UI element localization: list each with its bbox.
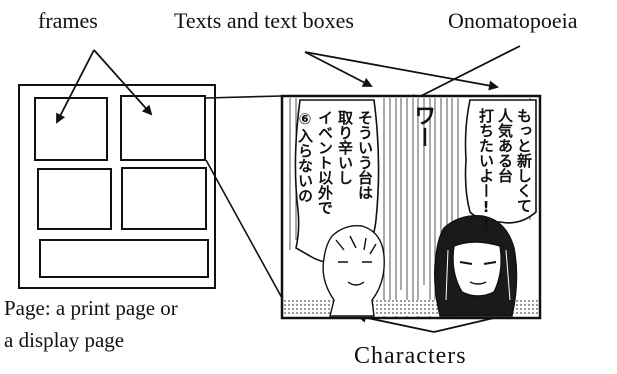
characters-label: Characters bbox=[354, 343, 467, 369]
frame-3 bbox=[37, 168, 112, 230]
left-character bbox=[322, 225, 385, 317]
frame-1 bbox=[34, 97, 108, 161]
zoom-line-bottom bbox=[205, 159, 283, 299]
left-bubble-text: そういう台は 取り辛いし イベント以外で ⑥入らないの bbox=[296, 110, 374, 215]
left-bubble-line-2: 取り辛いし bbox=[336, 110, 354, 185]
right-character bbox=[433, 215, 518, 317]
left-bubble-line-4: ⑥入らないの bbox=[296, 110, 314, 203]
frames-label: frames bbox=[38, 8, 98, 33]
frame-2 bbox=[120, 95, 206, 161]
right-bubble-text: もっと新しくて 人気ある台 打ちたいよー!! bbox=[477, 108, 533, 234]
onomatopoeia-arrow bbox=[407, 45, 521, 103]
onomatopoeia-label: Onomatopoeia bbox=[448, 8, 578, 33]
frames-arrow-right bbox=[93, 49, 153, 116]
manga-panel-border bbox=[280, 94, 542, 320]
right-bubble-line-2: 人気ある台 bbox=[496, 108, 514, 183]
right-bubble-line-3: 打ちたいよー!! bbox=[477, 108, 495, 234]
right-speech-bubble bbox=[464, 99, 537, 224]
frames-arrow-left bbox=[56, 49, 95, 124]
sound-effect-text: ワー bbox=[410, 104, 435, 148]
frame-4 bbox=[121, 167, 207, 230]
page-label-line1: Page: a print page or bbox=[4, 296, 178, 320]
texts-arrow-right bbox=[304, 51, 499, 91]
page-label-line2: a display page bbox=[4, 328, 125, 352]
zoom-line-top bbox=[205, 95, 283, 99]
right-bubble-line-1: もっと新しくて bbox=[515, 108, 533, 213]
frame-5 bbox=[39, 239, 209, 278]
texts-arrow-left bbox=[304, 51, 373, 87]
left-bubble-line-1: そういう台は bbox=[356, 110, 374, 200]
texts-label: Texts and text boxes bbox=[174, 8, 354, 33]
left-bubble-line-3: イベント以外で bbox=[316, 110, 334, 215]
manga-panel bbox=[280, 94, 542, 320]
